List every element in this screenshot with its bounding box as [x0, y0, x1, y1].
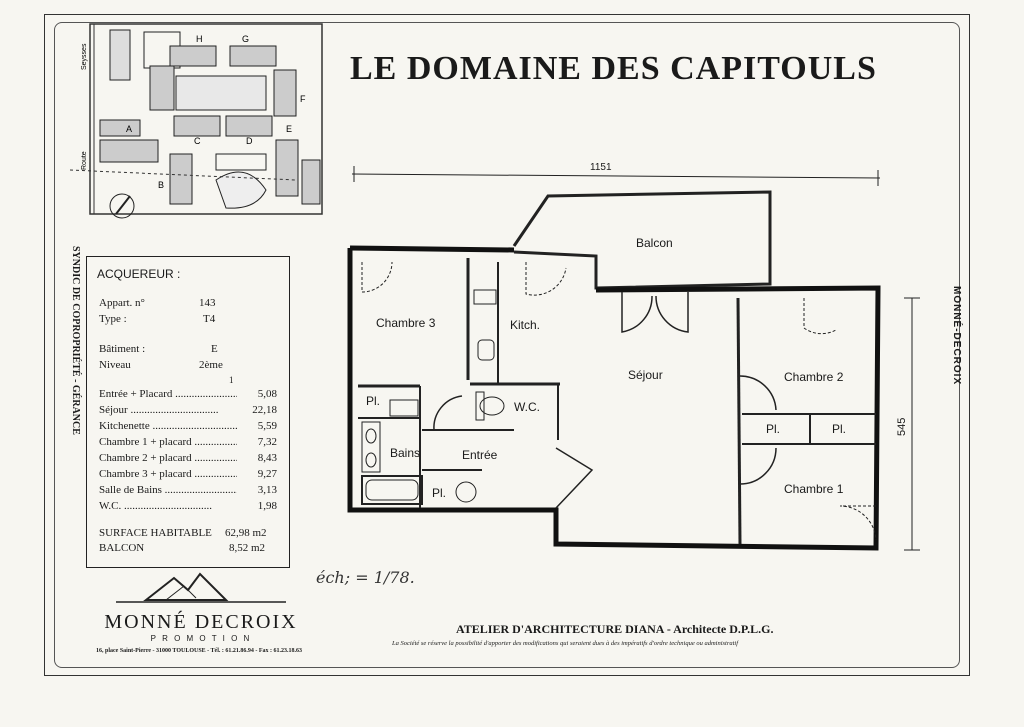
room-sejour: Séjour	[628, 368, 663, 382]
surface-room-name: Chambre 2 + placard ....................…	[99, 452, 237, 464]
scale-note: éch; = 1/78.	[316, 568, 415, 587]
surface-row: Chambre 1 + placard ....................…	[99, 436, 277, 448]
placard-label: Pl.	[366, 394, 381, 408]
building-label: G	[242, 34, 249, 44]
surface-value: 7,32	[257, 436, 277, 448]
surface-room-name: Kitchenette ............................…	[99, 420, 237, 432]
appart-value: 143	[199, 297, 216, 309]
logo-address: 16, place Saint-Pierre - 31000 TOULOUSE …	[96, 648, 303, 654]
surface-row: Chambre 2 + placard ....................…	[99, 452, 277, 464]
unit-mark: 1	[229, 375, 234, 385]
building-label: F	[300, 94, 306, 104]
surface-room-name: Chambre 1 + placard ....................…	[99, 436, 237, 448]
balcon-label: BALCON	[99, 542, 145, 554]
monne-decroix-logo: MONNÉ DECROIX P R O M O T I O N	[96, 570, 306, 643]
building-label: D	[246, 136, 253, 146]
niveau-label: Niveau	[99, 359, 131, 371]
room-chambre-3: Chambre 3	[376, 316, 436, 330]
height-dimension: 545	[896, 417, 908, 436]
surface-value: 8,43	[257, 452, 277, 464]
type-value: T4	[203, 313, 216, 325]
room-wc: W.C.	[514, 400, 540, 414]
surface-row: Kitchenette ............................…	[99, 420, 277, 432]
acquereur-box: ACQUEREUR : Appart. n° 143 Type : T4 Bât…	[86, 256, 290, 568]
room-kitchenette: Kitch.	[510, 318, 541, 332]
surface-room-name: Chambre 3 + placard ....................…	[99, 468, 237, 480]
surface-row: Entrée + Placard .......................…	[99, 388, 277, 400]
outer-border	[44, 14, 970, 676]
batiment-value: E	[211, 343, 218, 355]
surface-value: 3,13	[257, 484, 277, 496]
logo-name: MONNÉ DECROIX	[104, 611, 298, 633]
mountain-icon	[116, 572, 286, 603]
surface-row: W.C. ................................ 1,9…	[99, 500, 277, 512]
appart-label: Appart. n°	[99, 297, 145, 309]
surface-value: 9,27	[257, 468, 277, 480]
placard-label: Pl.	[832, 422, 847, 436]
surface-habitable-label: SURFACE HABITABLE	[99, 527, 212, 539]
type-label: Type :	[99, 313, 127, 325]
page-title: LE DOMAINE DES CAPITOULS	[350, 50, 877, 87]
surface-habitable-value: 62,98 m2	[225, 527, 267, 539]
architect-credit: ATELIER D'ARCHITECTURE DIANA - Architect…	[456, 622, 774, 636]
street-label: Seysses	[81, 43, 88, 70]
surface-value: 5,59	[257, 420, 277, 432]
building-label: E	[286, 124, 292, 134]
building-label: A	[126, 124, 132, 134]
surface-row: Chambre 3 + placard ....................…	[99, 468, 277, 480]
surface-row: Séjour ................................ 2…	[99, 404, 277, 416]
surface-room-name: Séjour ................................	[99, 404, 219, 416]
building-label: C	[194, 136, 201, 146]
building-label: H	[196, 34, 203, 44]
placard-label: Pl.	[766, 422, 781, 436]
room-balcon: Balcon	[636, 236, 673, 250]
surface-value: 1,98	[257, 500, 277, 512]
street-label: Route	[81, 151, 88, 170]
surface-room-name: Entrée + Placard .......................…	[99, 388, 237, 400]
surface-room-name: W.C. ................................	[99, 500, 212, 512]
width-dimension: 1151	[590, 162, 612, 173]
site-map: A B C D E F G H Seysses Route	[69, 23, 323, 219]
niveau-value: 2ème	[199, 359, 223, 371]
logo-sub: P R O M O T I O N	[150, 634, 252, 643]
room-chambre-2: Chambre 2	[784, 370, 844, 384]
balcon-value: 8,52 m2	[229, 542, 266, 554]
room-chambre-1: Chambre 1	[784, 482, 844, 496]
surface-value: 5,08	[257, 388, 277, 400]
surface-value: 22,18	[252, 404, 277, 416]
building-label: B	[158, 180, 164, 190]
surface-room-name: Salle de Bains .........................…	[99, 484, 237, 496]
acquereur-heading: ACQUEREUR :	[97, 267, 181, 281]
surface-row: Salle de Bains .........................…	[99, 484, 277, 496]
disclaimer: La Société se réserve la possibilité d'a…	[392, 640, 739, 647]
batiment-label: Bâtiment :	[99, 343, 146, 355]
room-bains: Bains	[390, 446, 421, 460]
placard-label: Pl.	[432, 486, 447, 500]
room-entree: Entrée	[462, 448, 498, 462]
inner-border	[54, 22, 960, 668]
